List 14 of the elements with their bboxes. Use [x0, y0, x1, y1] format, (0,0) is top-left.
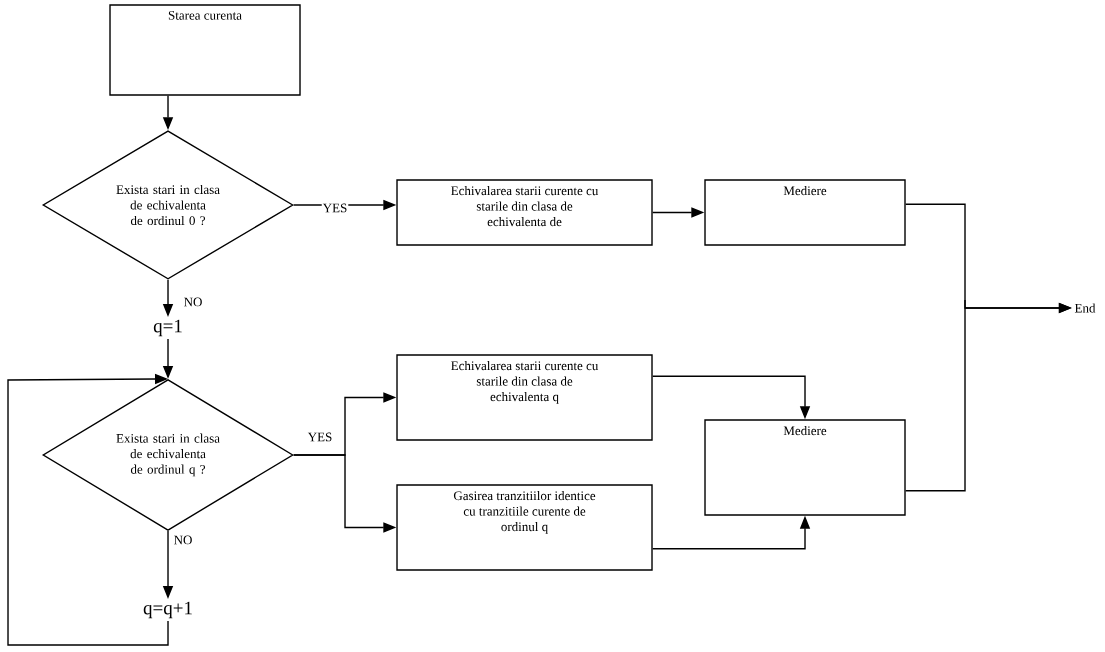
edge-label: YES: [306, 431, 334, 443]
edge-label: NO: [172, 534, 194, 546]
process-box: Mediere: [704, 419, 906, 516]
process-box: Echivalarea starii curente cu starile din clasa de echivalenta q: [396, 354, 653, 441]
process-box: Starea curenta: [109, 4, 301, 96]
assignment-text: q=q+1: [143, 601, 192, 619]
arrow: [7, 373, 169, 646]
process-box: Echivalarea starii curente cu starile din clasa de echivalenta de: [396, 179, 653, 246]
assignment-text: q=1: [153, 319, 182, 337]
process-box: Gasirea tranzitiilor identice cu tranzitiile curente de ordinul q: [396, 484, 653, 571]
end-label: End: [1074, 303, 1096, 313]
edge-label: YES: [321, 202, 349, 214]
edge-label: NO: [182, 296, 204, 308]
process-box: Mediere: [704, 179, 906, 246]
